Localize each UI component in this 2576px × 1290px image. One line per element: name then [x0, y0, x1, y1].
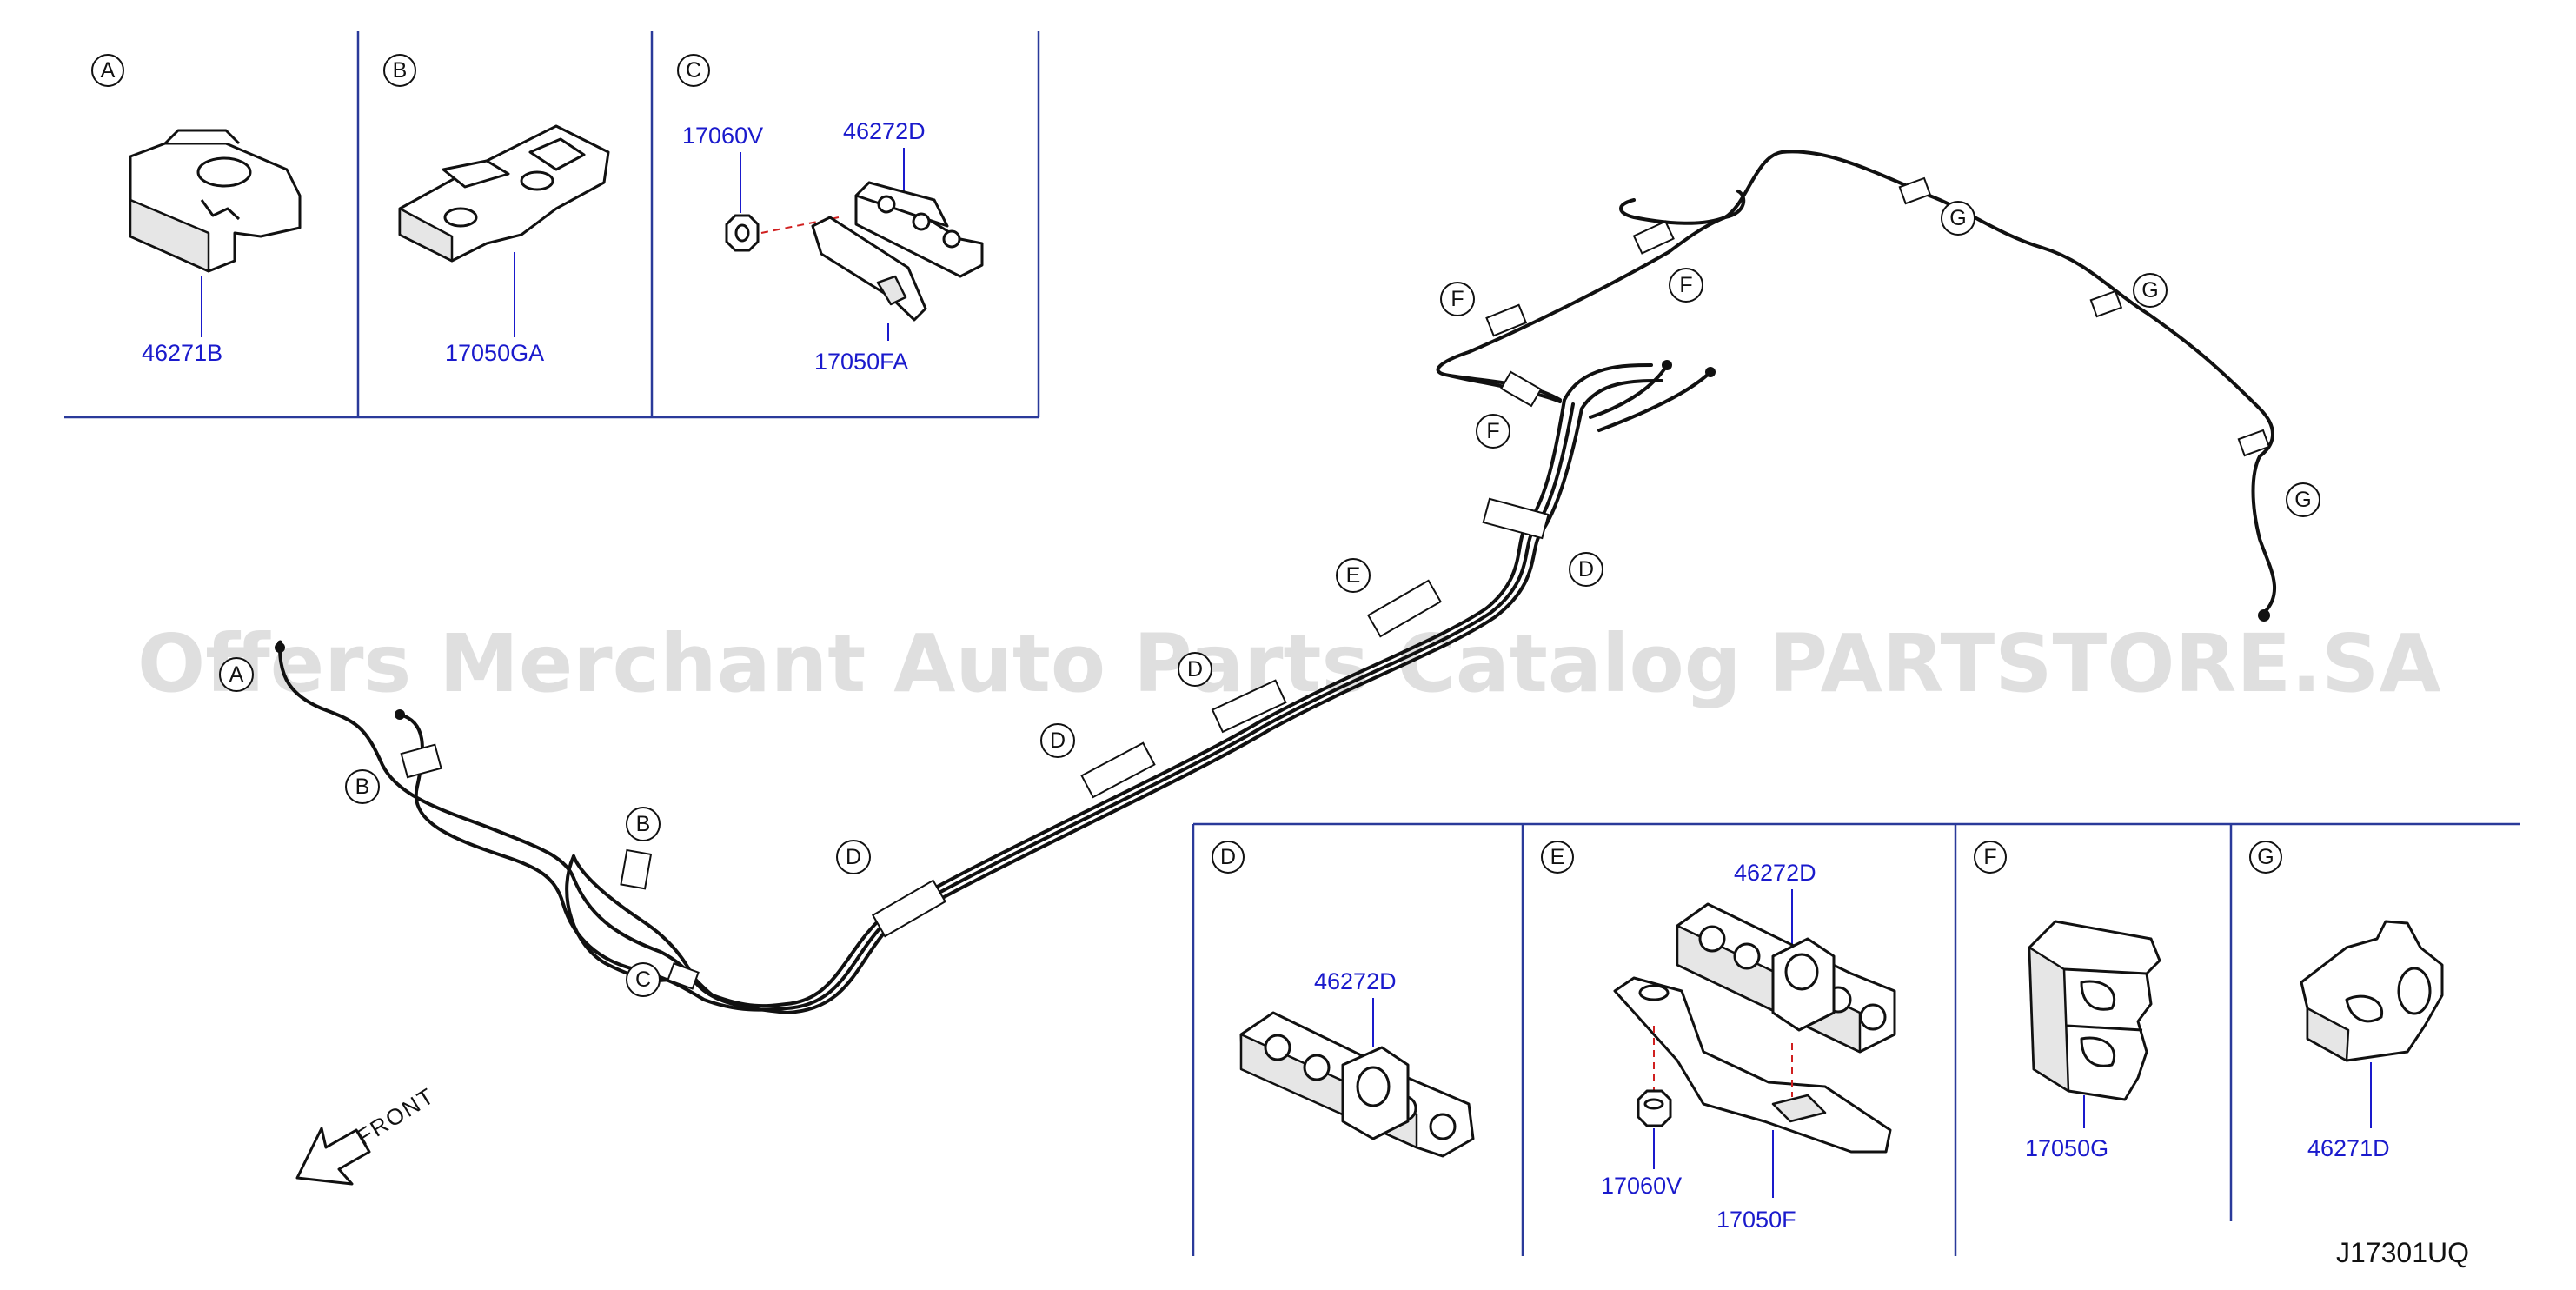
panel-b: B 17050GA: [383, 54, 610, 366]
panel-d-letter: D: [1220, 845, 1236, 869]
callout-d-1: D: [846, 845, 861, 869]
main-callouts: A B B C D D D D E F F F G G G: [219, 201, 2320, 997]
part-17050g: 17050G: [2025, 1135, 2108, 1161]
part-17060v-c: 17060V: [682, 123, 763, 149]
callout-b-2: B: [636, 812, 651, 836]
part-46271d: 46271D: [2307, 1135, 2390, 1161]
diagram-reference-code: J17301UQ: [2336, 1237, 2469, 1268]
front-label: FRONT: [352, 1082, 439, 1150]
clip-46272d-d-illustration: [1239, 1011, 1475, 1158]
clip-17050g-illustration: [2028, 920, 2161, 1101]
panel-b-letter-circle: [383, 54, 416, 87]
bracket-17050f-illustration: [1613, 976, 1892, 1154]
callout-g-3: G: [2294, 488, 2311, 512]
panel-g-letter: G: [2257, 845, 2274, 869]
panel-e-letter: E: [1550, 845, 1565, 869]
panel-b-letter: B: [393, 58, 408, 83]
part-46271b: 46271B: [142, 340, 222, 366]
clip-46271d-illustration: [2300, 920, 2444, 1062]
callout-c: C: [635, 968, 651, 992]
watermark: Offers Merchant Auto Parts Catalog PARTS…: [137, 617, 2441, 710]
part-46272d-e: 46272D: [1734, 860, 1816, 886]
nut-17060v-illustration: [725, 214, 760, 252]
tube-clip-bands: [400, 176, 2271, 990]
panel-a-letter: A: [101, 58, 116, 83]
bottom-detail-frame: [1192, 822, 2520, 1256]
front-arrow-icon: [295, 1127, 371, 1186]
callout-d-2: D: [1050, 728, 1066, 753]
bracket-17050fa-illustration: [811, 216, 927, 322]
part-46272d-d: 46272D: [1314, 968, 1397, 994]
panel-a: A 46271B: [91, 54, 302, 366]
callout-g-1: G: [1949, 206, 1966, 230]
clip-46271b-illustration: [129, 129, 302, 273]
part-17050fa: 17050FA: [814, 349, 908, 375]
part-46272d-c: 46272D: [843, 118, 926, 144]
panel-f: F 17050G: [1974, 841, 2161, 1161]
panel-c-letter: C: [686, 58, 701, 83]
panel-d: D 46272D: [1212, 841, 1475, 1158]
callout-e: E: [1346, 563, 1361, 588]
clip-46272d-c-illustration: [854, 181, 984, 278]
callout-g-2: G: [2141, 278, 2158, 303]
callout-f-3: F: [1679, 273, 1692, 297]
panel-c: C 17060V 46272D 17050FA: [677, 54, 984, 375]
panel-c-letter-circle: [677, 54, 710, 87]
callout-d-3: D: [1187, 657, 1203, 682]
part-17050ga: 17050GA: [445, 340, 544, 366]
callout-f-2: F: [1486, 419, 1499, 443]
part-17060v-e: 17060V: [1601, 1173, 1682, 1199]
top-detail-frame: [64, 31, 1040, 419]
clip-46272d-e-illustration: [1676, 902, 1896, 1054]
callout-f-1: F: [1451, 287, 1464, 311]
panel-e: E 46272D 17060V 17050F: [1541, 841, 1896, 1233]
panel-g: G 46271D: [2249, 841, 2444, 1161]
brake-tube-assembly: [275, 150, 2277, 1014]
panel-f-letter: F: [1983, 845, 1996, 869]
tube-end-5: [395, 709, 405, 720]
callout-b-1: B: [355, 775, 370, 799]
panel-a-letter-circle: [91, 54, 124, 87]
part-17050f: 17050F: [1716, 1207, 1796, 1233]
nut-17060v-e-illustration: [1637, 1089, 1672, 1127]
tube-end-3: [2258, 609, 2270, 622]
tube-end-4: [275, 642, 285, 653]
clip-17050ga-illustration: [398, 124, 610, 263]
callout-a: A: [229, 662, 244, 687]
callout-d-4: D: [1578, 557, 1594, 582]
front-direction-arrow: FRONT: [295, 1082, 440, 1186]
